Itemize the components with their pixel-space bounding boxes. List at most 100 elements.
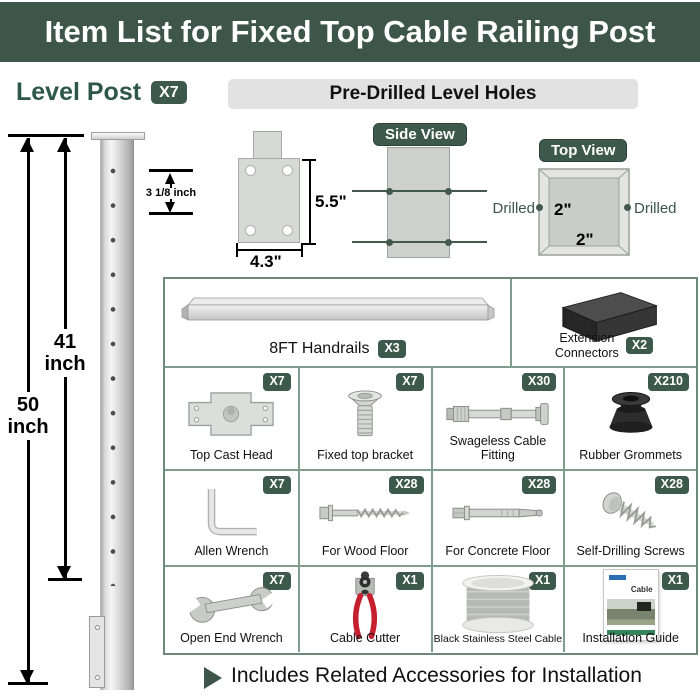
grid-cell-allen-wrench: X7 Allen Wrench	[165, 469, 298, 565]
grid-cell-top-cast-head: X7 Top Cast Head	[165, 368, 298, 469]
plate-tab	[253, 131, 282, 159]
item-label: Swageless Cable Fitting	[449, 434, 547, 462]
dim-tick	[48, 578, 82, 581]
item-label: Installation Guide	[582, 631, 679, 645]
plate-hole	[245, 225, 256, 236]
grid-cell-open-end-wrench: X7 Open End Wrench	[165, 565, 298, 652]
item-label: Cable Cutter	[330, 631, 401, 645]
self-drilling-screw-icon	[569, 486, 692, 540]
cable-line	[352, 190, 487, 192]
plate-width-label: 4.3"	[250, 252, 282, 271]
plate-hole	[282, 225, 293, 236]
item-label: Black Stainless Steel Cable	[433, 633, 563, 645]
count-badge: X7	[263, 373, 291, 391]
drilled-hole-dot	[386, 188, 393, 195]
dim-line	[309, 160, 311, 244]
fixed-top-bracket-icon	[304, 383, 427, 444]
upper-height-label: 41 inch	[41, 329, 89, 377]
post-base-bracket	[89, 616, 105, 688]
top-view-frame	[538, 168, 630, 256]
guide-cover-photo	[606, 598, 655, 625]
arrow-up-icon	[20, 138, 34, 152]
dim-line	[170, 199, 172, 204]
count-badge: X28	[389, 476, 424, 494]
guide-cover-banner	[606, 629, 655, 635]
grid-cell-for-concrete-floor: X28 For Concrete Floor	[430, 469, 564, 565]
installation-guide-icon: Cable	[569, 568, 692, 641]
dim-tick	[302, 159, 316, 161]
count-badge: X28	[654, 476, 689, 494]
section-title: Pre-Drilled Level Holes	[228, 79, 638, 109]
plate-height-label: 5.5"	[315, 192, 347, 211]
item-label: Rubber Grommets	[579, 448, 683, 462]
grid-cell-black-stainless-steel-cable: X1 Black Stainless Steel Cable	[430, 565, 564, 652]
handrails-count-badge: X3	[378, 340, 406, 358]
extension-connectors-label: Extension Connectors	[554, 331, 619, 360]
page-title: Item List for Fixed Top Cable Railing Po…	[0, 2, 700, 62]
handrail-icon	[165, 295, 510, 323]
guide-cover-title: Cable	[630, 584, 653, 594]
grid-cell-rubber-grommets: X210 Rubber Grommets	[563, 368, 696, 469]
open-end-wrench-icon	[169, 582, 294, 627]
extension-connector-icon	[512, 287, 696, 345]
dim-tick	[8, 682, 48, 685]
post-top-cap	[91, 132, 145, 140]
level-post-label: Level Post	[16, 78, 142, 106]
total-height-label: 50 inch	[1, 392, 55, 440]
dim-tick	[149, 169, 193, 172]
count-badge: X1	[396, 572, 424, 590]
arrow-up-icon	[165, 173, 175, 184]
arrow-up-icon	[57, 138, 71, 152]
cable-line	[352, 241, 487, 243]
top-view-depth-label: 2"	[576, 230, 594, 249]
dim-tick	[301, 243, 303, 257]
dim-line	[237, 249, 303, 251]
dim-tick	[302, 243, 316, 245]
bracket-hole	[95, 625, 100, 630]
dim-tick	[236, 243, 238, 257]
swageless-cable-fitting-icon	[437, 383, 560, 444]
grid-cell-cable-cutter: X1 Cable Cutter	[297, 565, 431, 652]
post-cable-holes	[109, 166, 117, 586]
drilled-hole-dot	[445, 239, 452, 246]
item-label: Fixed top bracket	[317, 448, 414, 462]
item-label: Self-Drilling Screws	[576, 544, 685, 558]
parts-table: 8FT Handrails X3 Extension Connectors	[163, 277, 698, 655]
dim-tick	[46, 134, 84, 137]
arrow-down-icon	[20, 670, 34, 684]
arrow-down-icon	[57, 566, 71, 580]
top-view-title: Top View	[539, 139, 628, 162]
allen-wrench-icon	[169, 486, 294, 540]
post-body	[100, 140, 134, 690]
triangle-bullet-icon	[204, 667, 222, 689]
count-badge: X210	[647, 373, 689, 391]
level-post-heading: Level Post X7	[16, 78, 187, 107]
handrails-label: 8FT Handrails	[269, 340, 370, 357]
item-label: Top Cast Head	[190, 448, 273, 462]
drilled-hole-dot	[445, 188, 452, 195]
top-cast-head-icon	[169, 383, 294, 444]
dim-tick	[149, 212, 193, 215]
count-badge: X1	[528, 572, 557, 590]
count-badge: X28	[522, 476, 557, 494]
drilled-label-left: Drilled	[492, 200, 535, 217]
grid-cell-swageless-cable-fitting: X30 Swageless Cable Fitting	[430, 368, 564, 469]
handrails-cell: 8FT Handrails X3	[165, 279, 512, 366]
extension-connectors-cell: Extension Connectors X2	[512, 279, 696, 366]
wood-floor-screw-icon	[304, 486, 427, 540]
drilled-hole-dot	[536, 204, 543, 211]
plate-face	[238, 158, 300, 243]
dim-line	[170, 183, 172, 188]
table-row: 8FT Handrails X3 Extension Connectors	[165, 279, 696, 368]
item-label: For Wood Floor	[321, 544, 409, 558]
item-label: Allen Wrench	[194, 544, 269, 558]
count-badge: X7	[263, 572, 291, 590]
side-view-title: Side View	[373, 123, 467, 146]
guide-brand-logo	[608, 574, 626, 580]
grid-cell-installation-guide: X1 Cable Installation Guide	[563, 565, 696, 652]
cable-cutter-icon	[304, 570, 427, 639]
plate-hole	[245, 165, 256, 176]
count-badge: X7	[263, 476, 291, 494]
item-label: For Concrete Floor	[445, 544, 551, 558]
